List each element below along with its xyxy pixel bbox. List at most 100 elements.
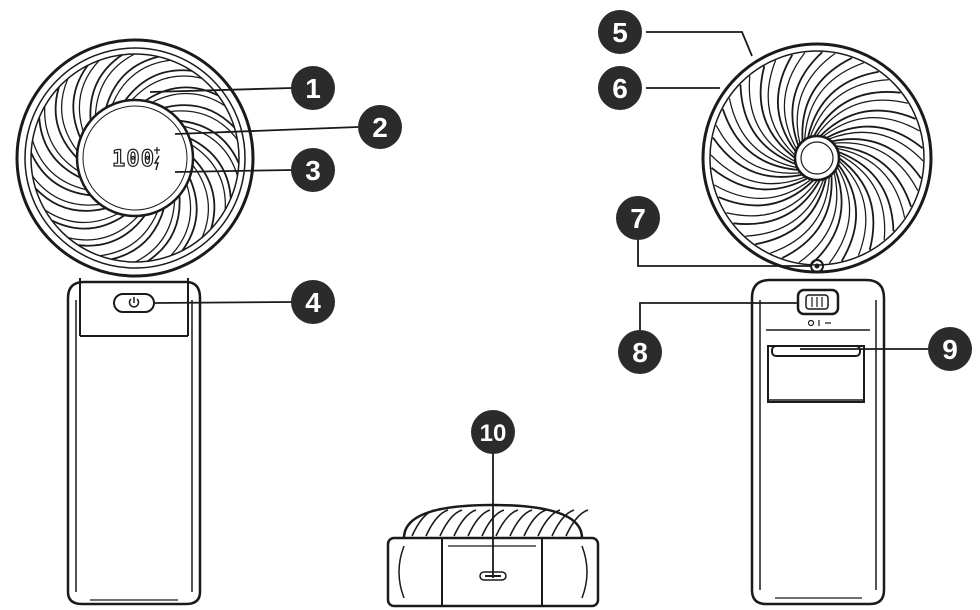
front-handle (66, 278, 202, 606)
fan-blade (819, 109, 916, 137)
fan-blade-edge (822, 116, 920, 138)
leader-line-4 (154, 301, 293, 304)
fan-blade (718, 179, 815, 207)
fan-blade-edge (828, 166, 851, 264)
fan-blade (147, 195, 181, 262)
fan-blade-edge (44, 209, 119, 224)
display-battery-readout: 100 (112, 147, 154, 172)
fan-blade (710, 167, 809, 191)
fan-blade (30, 152, 91, 197)
fan-blade (453, 509, 477, 537)
fan-blade-edge (828, 131, 924, 162)
front-fan-head (15, 38, 255, 278)
fan-blade-edge (728, 98, 798, 169)
fan-blade (755, 177, 827, 246)
leader-line-1 (149, 87, 293, 93)
fan-blade-edge (745, 178, 825, 237)
callout-number-4: 4 (305, 287, 321, 318)
callout-badge-10: 10 (471, 410, 515, 454)
fan-blade-edge (798, 171, 838, 264)
thermometer-plus-icon (154, 147, 160, 154)
fan-blade-edge (111, 59, 171, 105)
fan-blade (89, 54, 123, 121)
fan-blade (733, 179, 821, 225)
fan-blade (78, 214, 146, 247)
leader-lines (149, 31, 928, 578)
fan-blade (835, 145, 912, 208)
fan-blade-edge (809, 79, 889, 138)
fan-blade (722, 108, 799, 171)
fan-blade (467, 509, 491, 537)
callout-badge-4: 4 (291, 280, 335, 324)
fan-blade (144, 86, 219, 102)
fan-blade-edge (170, 184, 192, 257)
fan-blade (781, 174, 833, 259)
callout-number-8: 8 (632, 337, 648, 368)
fan-blade (565, 509, 589, 537)
bottom-fan-top (402, 503, 589, 539)
fan-blade (801, 57, 853, 142)
back-fan-head (701, 42, 933, 274)
fan-blade (712, 137, 803, 178)
fan-blade-edge (796, 52, 836, 145)
callout-number-7: 7 (630, 203, 646, 234)
fan-blade (777, 54, 797, 153)
fan-blade (425, 509, 449, 537)
leader-line-5 (646, 31, 753, 57)
fan-blade (181, 177, 198, 252)
bolt-icon (153, 155, 160, 171)
gear-icon (818, 320, 831, 326)
leader-line-8 (639, 302, 798, 330)
fan-blade (411, 509, 435, 537)
fan-blade-edge (710, 154, 806, 185)
fan-blade-edge (61, 78, 78, 152)
callout-badge-8: 8 (618, 330, 662, 374)
lanyard-slot (771, 345, 861, 357)
fan-blade (439, 509, 463, 537)
fan-blade (495, 509, 519, 537)
fan-blade (54, 86, 78, 159)
callout-number-6: 6 (612, 73, 628, 104)
fan-blade (124, 69, 192, 102)
callout-number-2: 2 (372, 112, 388, 143)
fan-blade (813, 91, 901, 137)
fan-blade (837, 150, 895, 232)
fan-blade-edge (714, 178, 812, 200)
fan-blade (111, 207, 165, 261)
callout-badge-5: 5 (598, 10, 642, 54)
fan-blade-edge (183, 125, 239, 176)
fan-blade (811, 169, 843, 265)
fan-blade-edge (770, 176, 830, 254)
fan-blade-edge (767, 60, 796, 156)
fan-blade (34, 187, 107, 212)
callout-badge-9: 9 (928, 327, 972, 371)
fan-blade-edge (726, 179, 819, 217)
leader-line-3 (174, 169, 293, 173)
fan-blade-edge (748, 75, 796, 163)
fan-blade (192, 157, 216, 230)
leader-line-2 (174, 126, 359, 135)
callout-badge-6: 6 (598, 66, 642, 110)
fan-blade (759, 65, 796, 159)
fan-blade (105, 55, 159, 109)
callout-number-10: 10 (480, 420, 507, 447)
fan-speed-icon (807, 319, 815, 327)
mode-switch (796, 288, 840, 327)
fan-blade (537, 509, 561, 537)
fan-blade (838, 157, 875, 251)
callout-badge-1: 1 (291, 66, 335, 110)
callout-badge-3: 3 (291, 148, 335, 192)
fan-blade (179, 119, 240, 164)
fan-blade-edge (804, 62, 864, 140)
fan-blade-edge (31, 140, 87, 191)
back-handle (750, 278, 886, 606)
callout-number-9: 9 (942, 334, 958, 365)
fan-blade (51, 214, 126, 230)
fan-blade (189, 137, 232, 199)
fan-blade-edge (191, 144, 226, 210)
fan-blade (38, 117, 81, 179)
fan-blade-edge (99, 211, 159, 257)
callout-number-3: 3 (305, 155, 321, 186)
